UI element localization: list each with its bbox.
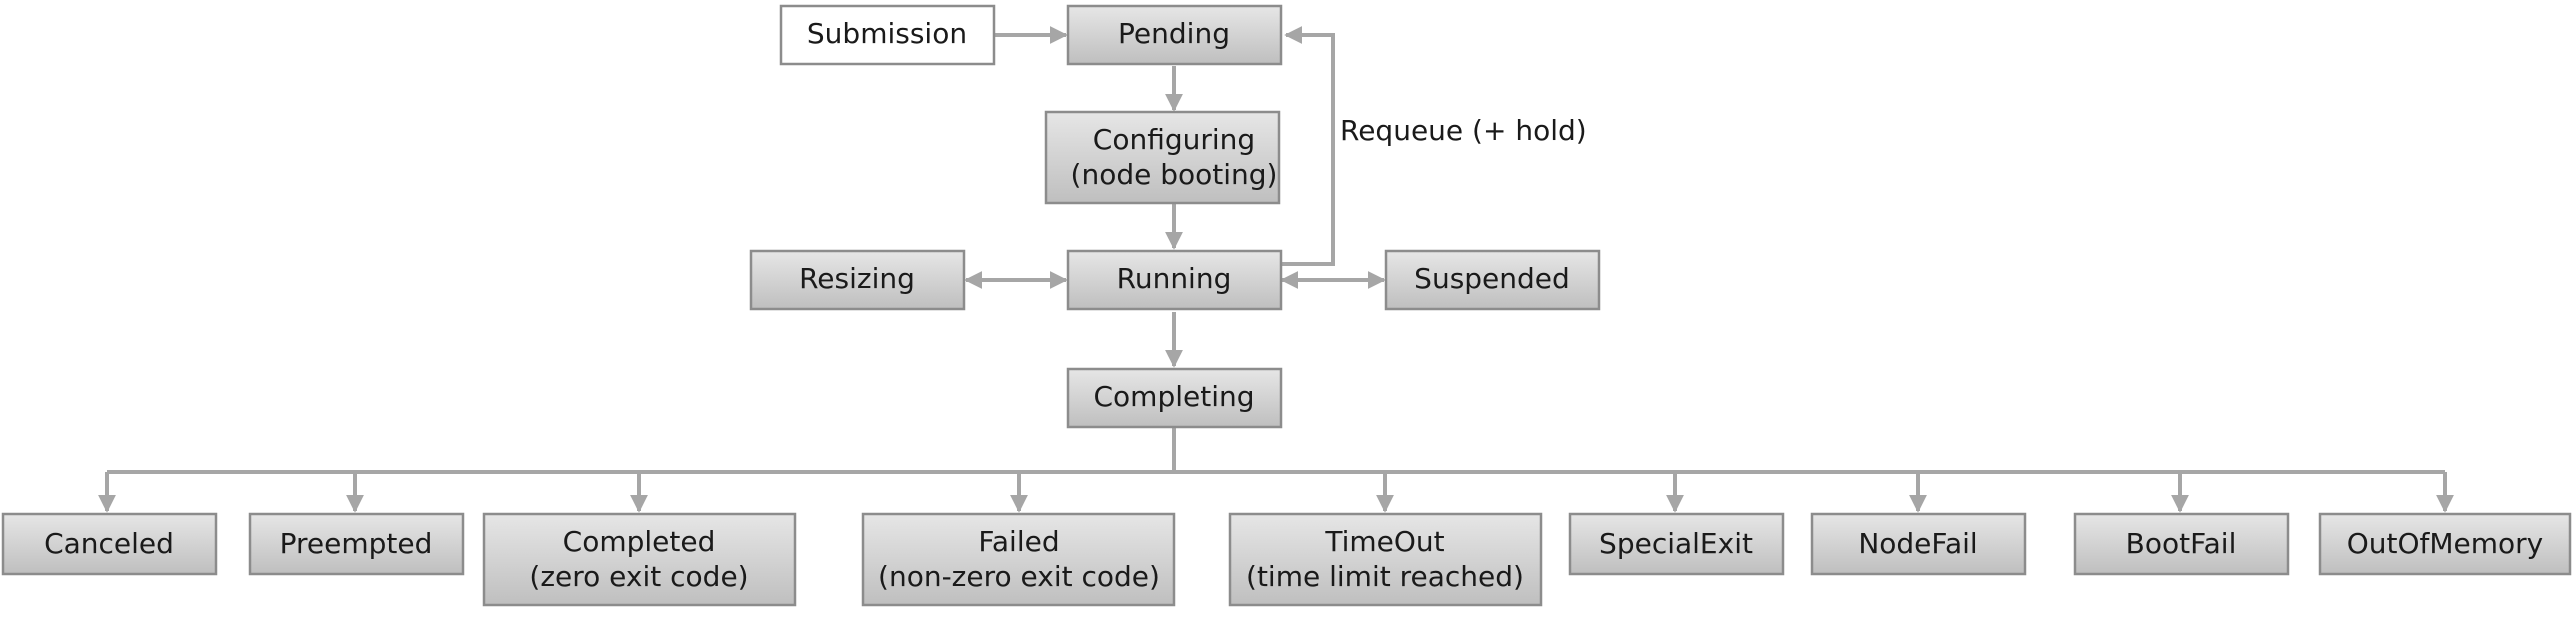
node-outofmemory: OutOfMemory bbox=[2318, 512, 2572, 576]
requeue-label: Requeue (+ hold) bbox=[1340, 114, 1587, 147]
node-failed: Failed (non-zero exit code) bbox=[861, 512, 1176, 607]
node-completed-line1: Completed bbox=[563, 525, 716, 558]
node-timeout-line2: (time limit reached) bbox=[1246, 560, 1524, 593]
node-completed-line2: (zero exit code) bbox=[529, 560, 748, 593]
node-failed-line1: Failed bbox=[978, 525, 1059, 558]
node-specialexit: SpecialExit bbox=[1568, 512, 1785, 576]
node-submission-label: Submission bbox=[807, 17, 967, 50]
node-pending-label: Pending bbox=[1118, 17, 1230, 50]
node-specialexit-label: SpecialExit bbox=[1599, 527, 1753, 560]
node-timeout: TimeOut (time limit reached) bbox=[1228, 512, 1543, 607]
edges bbox=[98, 26, 2454, 513]
node-outofmemory-label: OutOfMemory bbox=[2347, 527, 2544, 560]
node-suspended: Suspended bbox=[1384, 249, 1601, 311]
node-completed: Completed (zero exit code) bbox=[482, 512, 797, 607]
node-nodefail-label: NodeFail bbox=[1858, 527, 1977, 560]
node-resizing-label: Resizing bbox=[799, 262, 915, 295]
node-suspended-label: Suspended bbox=[1414, 262, 1570, 295]
node-timeout-line1: TimeOut bbox=[1324, 525, 1444, 558]
edge-requeue-loop bbox=[1282, 26, 1335, 266]
node-failed-line2: (non-zero exit code) bbox=[878, 560, 1160, 593]
node-bootfail: BootFail bbox=[2073, 512, 2290, 576]
node-bootfail-label: BootFail bbox=[2126, 527, 2237, 560]
node-pending: Pending bbox=[1066, 4, 1283, 66]
nodes: Submission Pending Configuring (node boo… bbox=[1, 4, 2572, 607]
node-resizing: Resizing bbox=[749, 249, 966, 311]
node-preempted-label: Preempted bbox=[280, 527, 433, 560]
node-completing-label: Completing bbox=[1093, 380, 1254, 413]
node-completing: Completing bbox=[1066, 367, 1283, 429]
node-running-label: Running bbox=[1117, 262, 1232, 295]
node-submission: Submission bbox=[779, 4, 996, 66]
node-running: Running bbox=[1066, 249, 1283, 311]
node-preempted: Preempted bbox=[248, 512, 465, 576]
node-configuring-line1: Configuring bbox=[1093, 123, 1255, 156]
node-canceled: Canceled bbox=[1, 512, 218, 576]
node-nodefail: NodeFail bbox=[1810, 512, 2027, 576]
node-configuring: Configuring (node booting) bbox=[1044, 110, 1281, 205]
node-configuring-line2: (node booting) bbox=[1071, 158, 1278, 191]
node-canceled-label: Canceled bbox=[44, 527, 174, 560]
